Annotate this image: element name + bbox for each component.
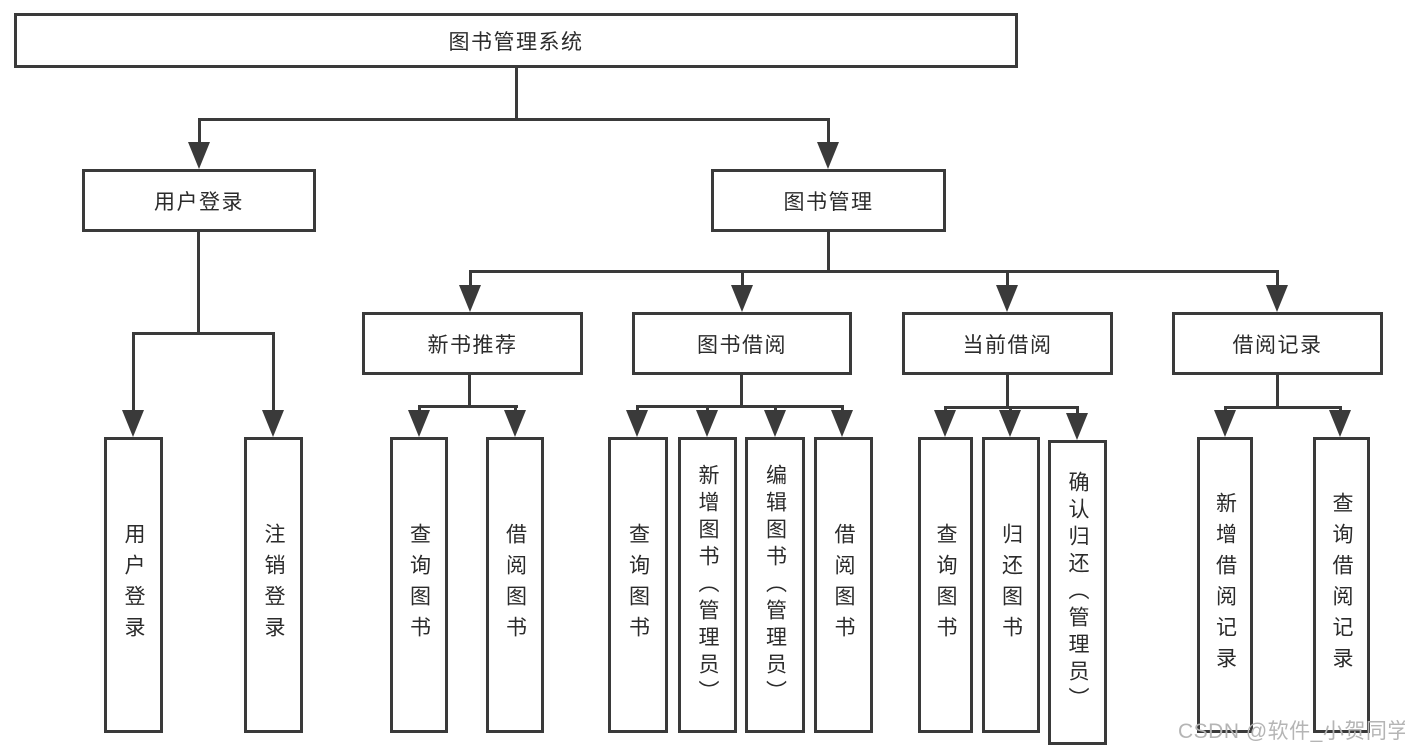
connector-arrow-icon xyxy=(831,410,853,437)
connector-arrow-icon xyxy=(408,410,430,437)
csdn-watermark: CSDN @软件_小贺同学 xyxy=(1178,720,1405,743)
node-new-book-recommend: 新书推荐 xyxy=(362,312,583,375)
connector-line xyxy=(468,375,471,408)
connector-line xyxy=(827,118,830,148)
connector-line xyxy=(132,332,275,335)
leaf-current-confirm-return-admin: 确认归还（管理员） xyxy=(1048,440,1107,745)
connector-line xyxy=(132,332,135,414)
connector-arrow-icon xyxy=(764,410,786,437)
connector-line xyxy=(1276,270,1279,290)
connector-line xyxy=(636,405,844,408)
node-book-borrow: 图书借阅 xyxy=(632,312,852,375)
leaf-current-query-books: 查询图书 xyxy=(918,437,973,733)
connector-arrow-icon xyxy=(504,410,526,437)
node-label: 新增借阅记录 xyxy=(1213,492,1237,678)
leaf-newbook-borrow-books: 借阅图书 xyxy=(486,437,544,733)
connector-arrow-icon xyxy=(1066,413,1088,440)
connector-arrow-icon xyxy=(731,285,753,312)
connector-arrow-icon xyxy=(1266,285,1288,312)
node-label: 新书推荐 xyxy=(427,333,518,357)
connector-line xyxy=(469,270,1279,273)
connector-arrow-icon xyxy=(1214,410,1236,437)
node-label: 用户登录 xyxy=(122,523,145,647)
connector-line xyxy=(741,270,744,290)
connector-arrow-icon xyxy=(188,142,210,169)
connector-line xyxy=(1076,406,1079,418)
leaf-logout: 注销登录 xyxy=(244,437,303,733)
node-label: 用户登录 xyxy=(154,190,244,214)
leaf-borrow-query-books: 查询图书 xyxy=(608,437,668,733)
node-label: 图书借阅 xyxy=(697,333,787,357)
node-label: 查询图书 xyxy=(626,523,650,647)
connector-line xyxy=(740,375,743,408)
node-current-borrow: 当前借阅 xyxy=(902,312,1113,375)
connector-line xyxy=(1276,375,1279,409)
node-label: 借阅记录 xyxy=(1232,333,1323,357)
node-book-management: 图书管理 xyxy=(711,169,946,232)
connector-line xyxy=(197,232,200,335)
connector-line xyxy=(827,232,830,273)
leaf-record-add-borrow-record: 新增借阅记录 xyxy=(1197,437,1253,733)
leaf-borrow-edit-books-admin: 编辑图书（管理员） xyxy=(745,437,805,733)
node-label: 查询借阅记录 xyxy=(1330,492,1353,678)
node-label: 注销登录 xyxy=(262,523,285,647)
connector-line xyxy=(272,332,275,414)
node-label: 确认归还（管理员） xyxy=(1066,471,1089,714)
connector-arrow-icon xyxy=(262,410,284,437)
node-label: 当前借阅 xyxy=(962,333,1053,357)
connector-arrow-icon xyxy=(459,285,481,312)
node-label: 编辑图书（管理员） xyxy=(763,463,787,707)
connector-arrow-icon xyxy=(817,142,839,169)
node-label: 新增图书（管理员） xyxy=(696,463,719,707)
node-label: 借阅图书 xyxy=(832,523,855,647)
node-label: 借阅图书 xyxy=(503,523,527,647)
leaf-record-query-borrow-record: 查询借阅记录 xyxy=(1313,437,1370,733)
node-label: 归还图书 xyxy=(999,523,1023,647)
connector-line xyxy=(1006,270,1009,290)
connector-line xyxy=(418,405,518,408)
node-library-management-system: 图书管理系统 xyxy=(14,13,1018,68)
node-borrow-record: 借阅记录 xyxy=(1172,312,1383,375)
connector-line xyxy=(515,68,518,121)
leaf-current-return-books: 归还图书 xyxy=(982,437,1040,733)
connector-arrow-icon xyxy=(696,410,718,437)
connector-arrow-icon xyxy=(999,410,1021,437)
node-label: 查询图书 xyxy=(934,523,957,647)
leaf-user-login: 用户登录 xyxy=(104,437,163,733)
connector-arrow-icon xyxy=(934,410,956,437)
leaf-borrow-borrow-books: 借阅图书 xyxy=(814,437,873,733)
connector-arrow-icon xyxy=(1329,410,1351,437)
connector-arrow-icon xyxy=(626,410,648,437)
connector-line xyxy=(469,270,472,290)
connector-line xyxy=(1224,406,1342,409)
connector-arrow-icon xyxy=(996,285,1018,312)
node-user-login: 用户登录 xyxy=(82,169,316,232)
leaf-borrow-add-books-admin: 新增图书（管理员） xyxy=(678,437,737,733)
leaf-newbook-query-books: 查询图书 xyxy=(390,437,448,733)
connector-line xyxy=(1006,375,1009,409)
connector-line xyxy=(198,118,830,121)
node-label: 图书管理 xyxy=(783,190,874,214)
connector-arrow-icon xyxy=(122,410,144,437)
connector-line xyxy=(198,118,201,148)
node-label: 图书管理系统 xyxy=(448,30,584,54)
node-label: 查询图书 xyxy=(407,523,431,647)
